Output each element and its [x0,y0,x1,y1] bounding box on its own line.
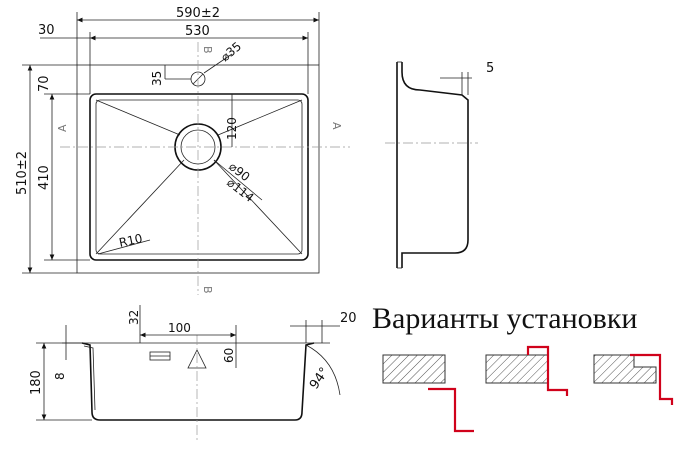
dim-tap-offset: 35 [150,71,164,86]
section-b-top: B [201,46,214,54]
dim-overall-height: 510±2 [15,151,30,195]
section-a-left: A [56,124,69,132]
dim-drain-offset: 120 [225,117,239,140]
dim-corner-radius: R10 [118,231,144,250]
dim-angle: 94° [307,365,333,392]
variant-undermount [382,354,474,433]
dim-bowl-width: 530 [185,24,210,39]
top-view: A A B B 590±2 530 30 510±2 410 70 35 [15,6,350,295]
section-view: 32 100 60 20 180 8 94° [29,305,357,440]
dim-offset-left: 30 [38,23,55,38]
section-b-bottom: B [201,286,214,294]
variant-overmount [593,353,674,405]
bowl-inner [95,99,303,255]
dim-drain-height: 60 [222,348,236,363]
variant-flush [485,345,569,396]
bowl-outline [89,93,309,261]
side-view: 5 [385,61,494,269]
dim-overall-width: 590±2 [176,6,220,21]
install-title: Варианты установки [372,302,637,335]
install-variants: Варианты установки [372,302,674,433]
dim-rim: 5 [486,61,494,76]
dim-wall: 8 [53,372,67,380]
section-a-right: A [330,122,343,130]
dim-depth: 180 [29,370,44,395]
dim-bowl-height: 410 [37,165,52,190]
dim-offset-top: 70 [37,75,52,92]
dim-drain-spacing: 100 [168,321,191,335]
dim-flange: 20 [340,311,357,326]
dim-rim-height: 32 [127,310,141,325]
